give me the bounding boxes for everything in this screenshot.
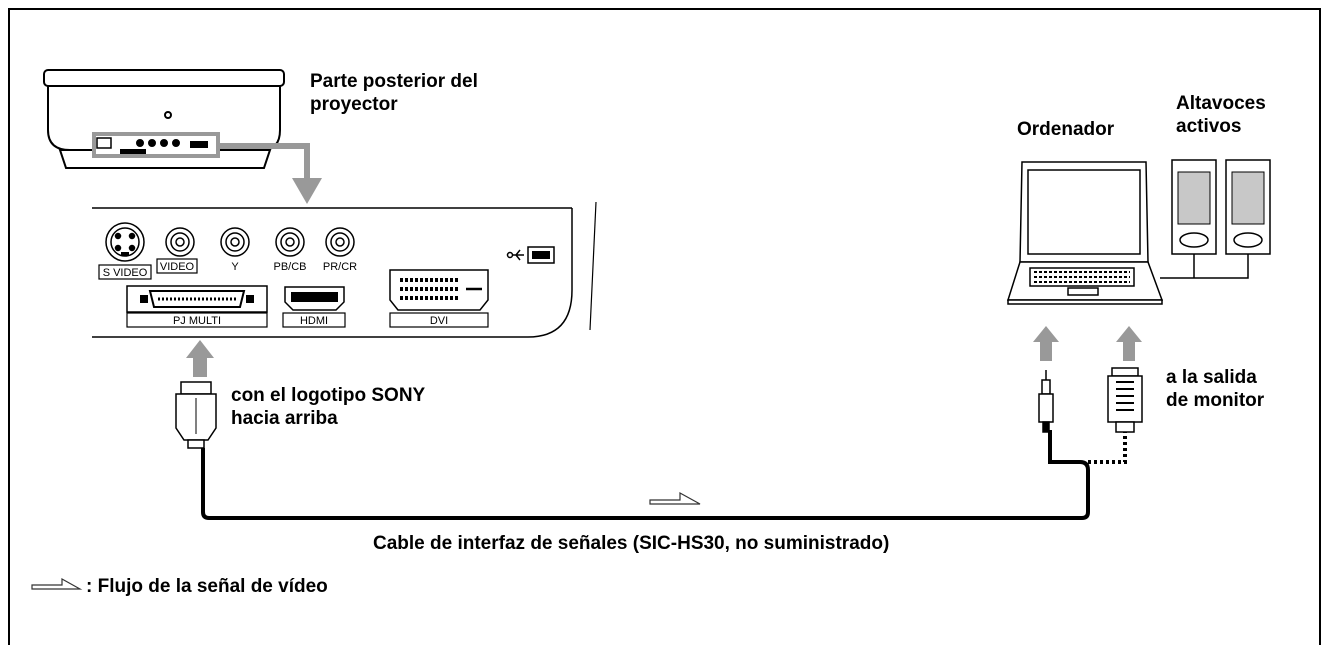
legend-flow-icon: [31, 577, 83, 590]
connector-panel: [92, 201, 597, 338]
hdmi-label: HDMI: [300, 315, 328, 327]
diagram-frame: [8, 8, 1321, 645]
audio-plug: [1038, 370, 1054, 433]
dvi-label: DVI: [430, 315, 448, 327]
port-label-boxes: [98, 258, 489, 328]
projector-illustration: [43, 69, 285, 169]
signal-cable: [201, 430, 1090, 520]
pr-cr-label: PR/CR: [323, 261, 357, 273]
usb-icon: [506, 246, 555, 264]
hdmi-port: [284, 286, 345, 311]
port-labels: S VIDEO VIDEO Y PB/CB PR/CR PJ MULTI HDM…: [103, 261, 448, 327]
video-label: VIDEO: [160, 261, 195, 273]
s-video-label: S VIDEO: [103, 267, 148, 279]
pj-multi-label: PJ MULTI: [173, 315, 221, 327]
sony-logo-label: con el logotipo SONY hacia arriba: [231, 385, 426, 429]
dvi-port: [389, 269, 489, 311]
speakers-label: Altavoces activos: [1176, 93, 1266, 137]
rca-jacks: [165, 227, 355, 257]
pb-cb-label: PB/CB: [273, 261, 306, 273]
cable-label: Cable de interfaz de señales (SIC-HS30, …: [373, 533, 890, 554]
y-label: Y: [231, 261, 239, 273]
connection-arrows: [186, 326, 1142, 377]
s-video-port: [105, 222, 145, 262]
arrow-to-pj-multi: [186, 340, 214, 377]
monitor-out-label: a la salida de monitor: [1166, 367, 1265, 411]
arrow-to-computer-monitor: [1116, 326, 1142, 361]
pj-multi-port: [126, 285, 268, 313]
zoom-arrow: [218, 143, 322, 204]
computer-label: Ordenador: [1017, 119, 1115, 140]
pj-multi-plug: [175, 381, 217, 449]
projector-rear-label: Parte posterior del proyector: [310, 71, 478, 115]
legend-label: : Flujo de la señal de vídeo: [86, 576, 328, 597]
speakers-illustration: [1160, 159, 1271, 279]
flow-arrow-icon: [649, 491, 701, 505]
vga-plug: [1107, 367, 1143, 433]
arrow-to-computer-audio: [1033, 326, 1059, 361]
laptop-illustration: [1006, 161, 1164, 305]
signal-cable-branch: [1088, 432, 1127, 464]
